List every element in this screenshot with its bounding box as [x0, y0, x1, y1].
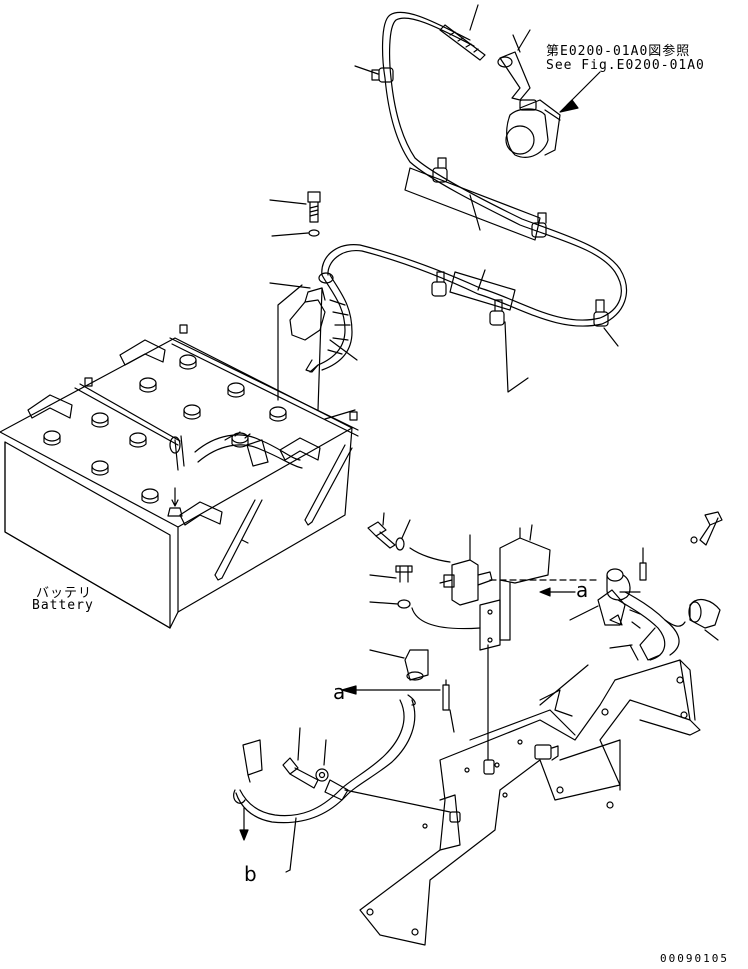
- clip-6: [431, 281, 447, 297]
- bolt-2: [367, 521, 396, 549]
- boot-connector: [499, 51, 531, 101]
- washer-3: [397, 599, 411, 609]
- boot-3: [689, 598, 721, 629]
- reference-english: See Fig.E0200-01A0: [546, 58, 705, 73]
- boot-2: [597, 589, 626, 626]
- nut-1: [167, 507, 183, 517]
- relay-body: [506, 108, 549, 158]
- clip-7: [449, 811, 461, 823]
- cell-caps: [43, 354, 287, 504]
- clip-1: [378, 67, 394, 83]
- fuse-1: [639, 562, 647, 581]
- bolt-3: [699, 511, 723, 546]
- hold-down-rod-2: [304, 444, 353, 523]
- clip-2: [432, 167, 448, 183]
- clip-4: [593, 311, 609, 327]
- handle-4: [279, 437, 321, 461]
- wire-tie: [439, 24, 486, 61]
- battery-label-english: Battery: [32, 598, 94, 613]
- handle-1: [27, 394, 73, 419]
- battery: [0, 324, 359, 629]
- harness-sleeve-1: [404, 167, 541, 241]
- harness-sleeve-2: [449, 271, 516, 311]
- bottom-cable-frame: [233, 644, 701, 946]
- washer-4: [315, 768, 329, 782]
- connector-b: [242, 739, 263, 776]
- top-bolts: [269, 191, 356, 420]
- hold-down-bar: [169, 337, 359, 437]
- arrow-label-a-right: a: [576, 578, 589, 602]
- battery-label-japanese: バッテリ: [36, 586, 93, 601]
- relay-bracket-assembly: [367, 511, 723, 661]
- bolt-4: [282, 757, 319, 789]
- relay-assembly: [439, 4, 601, 158]
- washer-1: [308, 229, 320, 237]
- battery-relay: [451, 559, 479, 606]
- washer-2: [395, 537, 405, 551]
- upper-harness-loop: [321, 11, 628, 393]
- figure-number: 00090105: [660, 952, 729, 965]
- battery-cable-top: [277, 272, 358, 411]
- handle-3: [179, 501, 223, 526]
- arrow-label-a-left: a: [333, 680, 346, 704]
- handle-2: [119, 339, 166, 366]
- reference-japanese: 第E0200-01A0図参照: [546, 44, 691, 59]
- mounting-frame: [359, 659, 691, 946]
- fuse-2: [442, 684, 450, 711]
- terminal-boot-2: [404, 649, 429, 681]
- arrow-label-b: b: [244, 862, 257, 886]
- terminal-boot: [289, 299, 326, 341]
- clip-5: [489, 310, 505, 326]
- hold-down-rod-1: [214, 499, 263, 579]
